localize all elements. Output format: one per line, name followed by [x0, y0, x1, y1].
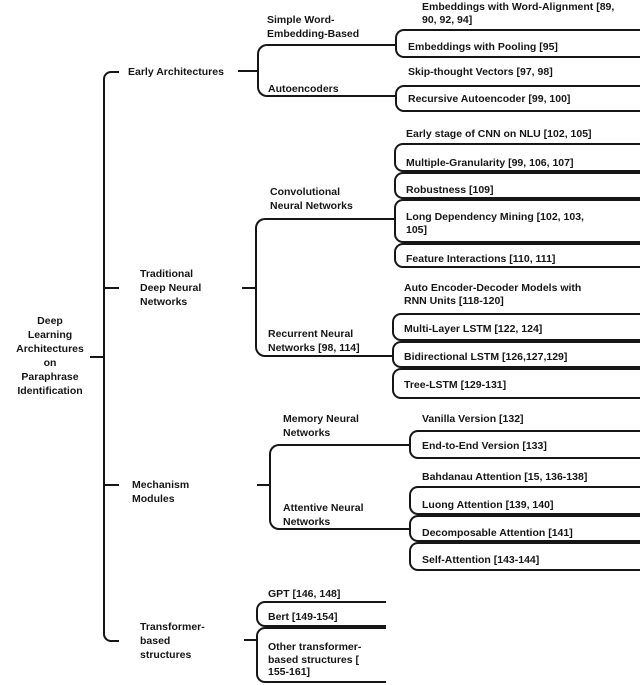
connector-trunk-to-mechanism	[104, 484, 119, 486]
leaf-label-self-attention: Self-Attention [143-144]	[422, 554, 540, 566]
connector-mechanism-to-bracket	[257, 484, 270, 486]
leaf-label-long-dependency-mining: Long Dependency Mining [102, 103, 105]	[406, 211, 584, 236]
leaf-label-bidirectional-lstm: Bidirectional LSTM [126,127,129]	[404, 351, 568, 363]
leaf-box-decomposable-attention	[409, 515, 640, 542]
leaf-box-embeddings-with-pooling	[395, 29, 640, 58]
leaf-label-gpt: GPT [146, 148]	[268, 588, 341, 600]
leaf-label-other-transformer: Other transformer- based structures [ 15…	[268, 641, 362, 678]
leaf-label-feature-interactions: Feature Interactions [110, 111]	[406, 253, 556, 265]
leaf-label-embeddings-word-alignment: Embeddings with Word-Alignment [89, 90, …	[422, 1, 615, 26]
leaf-label-multiple-granularity: Multiple-Granularity [99, 106, 107]	[406, 157, 574, 169]
branch-label-transformer-based: Transformer- based structures	[140, 621, 205, 661]
group-label-simple-word-embedding-based: Simple Word- Embedding-Based	[267, 14, 360, 40]
connector-root-to-trunk	[90, 356, 104, 358]
group-label-recurrent-nn: Recurrent Neural Networks [98, 114]	[268, 328, 360, 354]
leaf-box-end-to-end-version	[409, 430, 640, 459]
leaf-box-tree-lstm	[392, 368, 640, 399]
group-label-autoencoders: Autoencoders	[268, 83, 339, 95]
leaf-label-recursive-autoencoder: Recursive Autoencoder [99, 100]	[408, 93, 571, 105]
leaf-label-bahdanau-attention: Bahdanau Attention [15, 136-138]	[422, 471, 588, 483]
leaf-box-bert	[256, 601, 386, 627]
connector-traditional-to-bracket	[242, 287, 256, 289]
connector-trunk-to-traditional	[104, 287, 119, 289]
connector-transformer-to-bracket	[244, 639, 257, 641]
branch-label-mechanism-modules: Mechanism Modules	[132, 479, 190, 505]
leaf-box-other-transformer	[256, 627, 386, 683]
leaf-box-long-dependency-mining	[394, 199, 640, 243]
leaf-label-robustness: Robustness [109]	[406, 184, 494, 196]
leaf-box-multiple-granularity	[394, 143, 640, 172]
leaf-box-robustness	[394, 172, 640, 199]
connector-early-to-bracket	[238, 70, 257, 72]
leaf-label-decomposable-attention: Decomposable Attention [141]	[422, 527, 573, 539]
leaf-label-skip-thought-vectors: Skip-thought Vectors [97, 98]	[408, 66, 553, 78]
leaf-box-bidirectional-lstm	[392, 341, 640, 368]
leaf-label-luong-attention: Luong Attention [139, 140]	[422, 499, 554, 511]
group-label-convolutional-nn: Convolutional Neural Networks	[270, 186, 353, 212]
leaf-label-tree-lstm: Tree-LSTM [129-131]	[404, 379, 507, 391]
leaf-box-luong-attention	[409, 486, 640, 515]
branch-label-early-architectures: Early Architectures	[128, 66, 224, 78]
branch-bracket-mechanism-modules	[269, 444, 410, 530]
leaf-label-embeddings-with-pooling: Embeddings with Pooling [95]	[408, 41, 558, 53]
group-label-attentive-nn: Attentive Neural Networks	[283, 502, 364, 528]
leaf-label-auto-encoder-decoder-rnn: Auto Encoder-Decoder Models with RNN Uni…	[404, 282, 582, 307]
group-label-memory-nn: Memory Neural Networks	[283, 413, 359, 439]
leaf-label-multi-layer-lstm: Multi-Layer LSTM [122, 124]	[404, 323, 543, 335]
leaf-label-bert: Bert [149-154]	[268, 611, 338, 623]
leaf-label-early-stage-cnn: Early stage of CNN on NLU [102, 105]	[406, 128, 592, 140]
branch-bracket-early-architectures	[257, 44, 397, 97]
leaf-label-vanilla-version: Vanilla Version [132]	[422, 413, 524, 425]
root-label: Deep Learning Architectures on Paraphras…	[16, 315, 84, 397]
leaf-box-recursive-autoencoder	[395, 85, 640, 112]
branch-label-traditional-dnn: Traditional Deep Neural Networks	[140, 268, 202, 308]
trunk-bracket-line	[103, 71, 119, 642]
leaf-box-multi-layer-lstm	[392, 313, 640, 341]
leaf-label-end-to-end-version: End-to-End Version [133]	[422, 440, 547, 452]
leaf-box-feature-interactions	[394, 243, 640, 268]
leaf-box-self-attention	[409, 542, 640, 571]
branch-bracket-traditional-dnn	[255, 218, 394, 357]
